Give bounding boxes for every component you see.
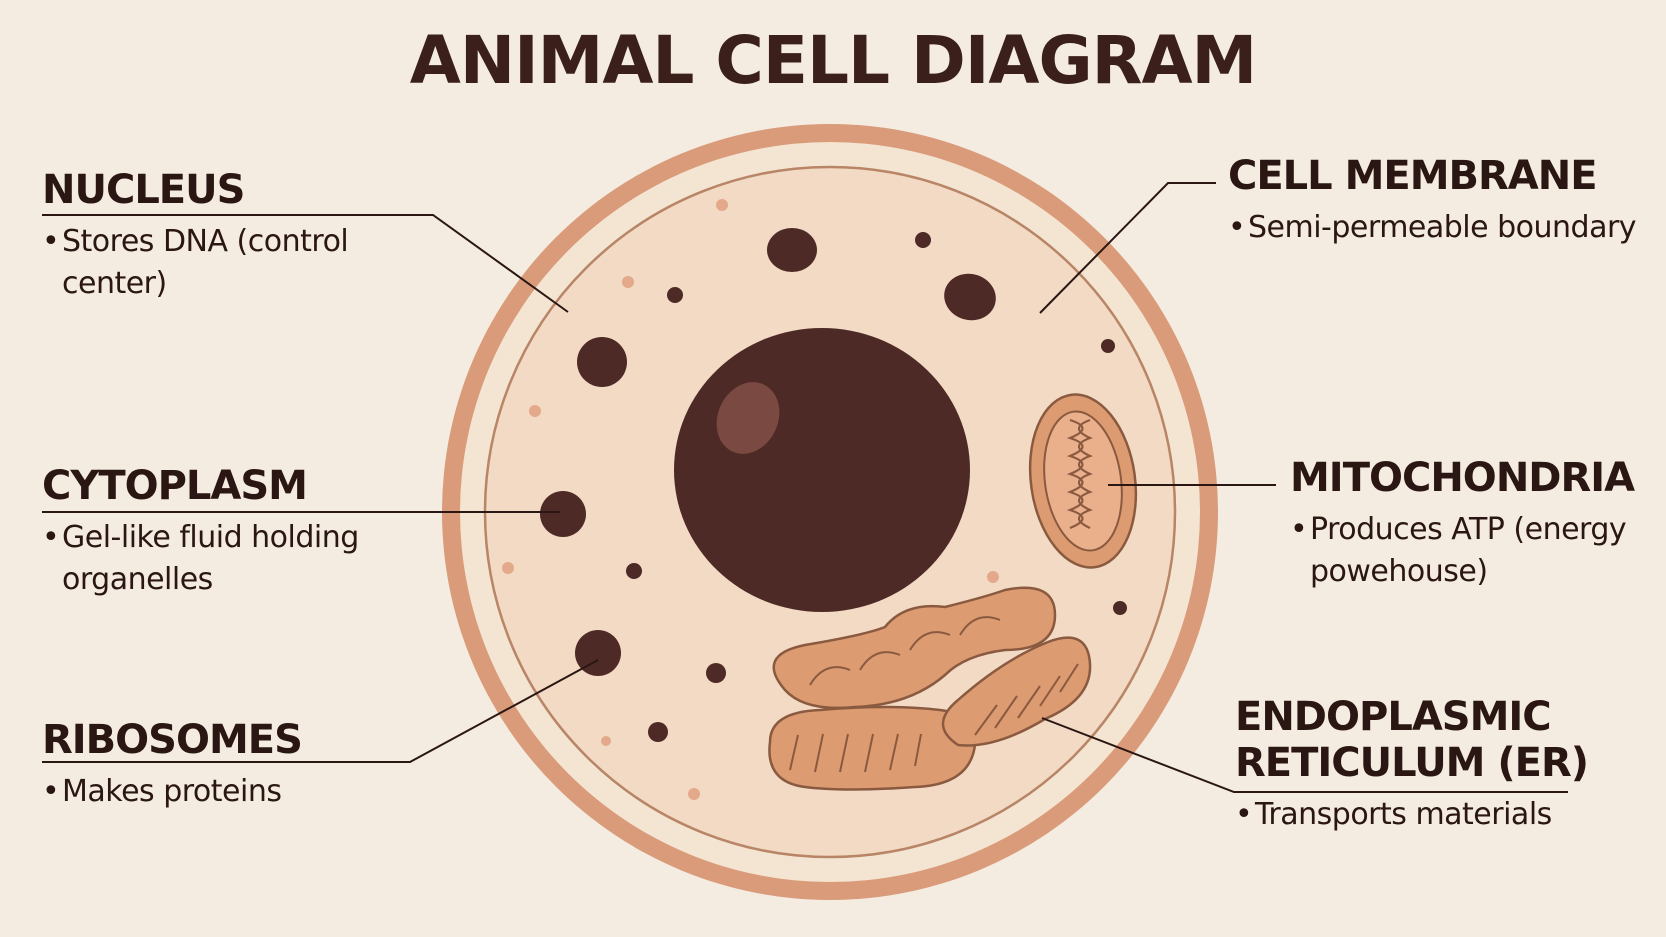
granule [688,788,700,800]
label-ribosomes: RIBOSOMES Makes proteins [42,717,422,813]
ribosomes-heading: RIBOSOMES [42,717,303,763]
er-description: Transports materials [1235,794,1655,836]
granule [987,571,999,583]
ribosome [626,563,642,579]
mitochondria-description: Produces ATP (energy powehouse) [1290,509,1660,593]
nucleolus-highlight [716,382,780,454]
cytoplasm-heading: CYTOPLASM [42,463,308,509]
leader-line-er [1041,717,1568,793]
vesicle [575,630,621,676]
label-cytoplasm: CYTOPLASM Gel-like fluid holding organel… [42,463,442,601]
ribosomes-description: Makes proteins [42,771,422,813]
ribosome [1113,601,1127,615]
label-cell-membrane: CELL MEMBRANE Semi-permeable boundary [1228,153,1658,249]
granule [529,405,541,417]
vesicle [767,228,817,272]
mitochondria-heading: MITOCHONDRIA [1290,455,1635,501]
leader-line-ribosomes [42,659,599,763]
granules [502,199,999,800]
vesicle [540,491,586,537]
granule [502,562,514,574]
mitochondrion [1028,393,1138,569]
leader-line-nucleus [42,214,569,313]
cytoplasm-description: Gel-like fluid holding organelles [42,517,442,601]
nucleus-description: Stores DNA (control center) [42,221,422,305]
label-mitochondria: MITOCHONDRIA Produces ATP (energy poweho… [1290,455,1660,593]
leader-line-membrane [1039,182,1216,314]
ribosome [915,232,931,248]
vesicles [540,228,1127,742]
ribosome [1101,339,1115,353]
endoplasmic-reticulum [768,586,1092,791]
granule [622,276,634,288]
ribosome [648,722,668,742]
cell-membrane-heading: CELL MEMBRANE [1228,153,1598,199]
label-nucleus: NUCLEUS Stores DNA (control center) [42,167,422,305]
leader-lines [42,182,1568,793]
nucleus-heading: NUCLEUS [42,167,245,213]
ribosome [667,287,683,303]
vesicle [577,337,627,387]
nucleus [674,328,970,612]
cell-membrane-description: Semi-permeable boundary [1228,207,1658,249]
granule [601,736,611,746]
granule [716,199,728,211]
label-endoplasmic-reticulum: ENDOPLASMIC RETICULUM (ER) Transports ma… [1235,694,1655,836]
diagram-title: ANIMAL CELL DIAGRAM [409,22,1257,99]
vesicle [944,273,996,321]
er-heading: ENDOPLASMIC RETICULUM (ER) [1235,694,1589,786]
ribosome [706,663,726,683]
